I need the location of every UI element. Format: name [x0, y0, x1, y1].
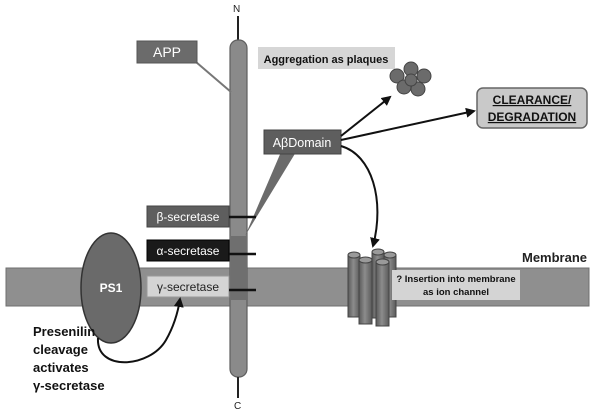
ion-channel: [347, 248, 397, 327]
c-terminal-label: C: [234, 401, 241, 412]
insertion-line-1: ? Insertion into membrane: [396, 274, 515, 285]
app-label-box: [136, 40, 198, 64]
clearance-line-1: CLEARANCE/: [493, 93, 572, 107]
insertion-line-2: as ion channel: [423, 287, 489, 298]
ps1-label: PS1: [100, 281, 123, 295]
abeta-segment: [231, 236, 246, 300]
presenilin-line-2: cleavage: [33, 342, 88, 357]
plaque-cluster: [389, 61, 432, 97]
clearance-box: [476, 87, 588, 129]
presenilin-text: Presenilin cleavage activates γ-secretas…: [33, 324, 105, 393]
abeta-label-box: [263, 129, 342, 155]
n-terminal-label: N: [233, 4, 240, 15]
arrow-to-clearance: [340, 107, 476, 141]
presenilin-line-1: Presenilin: [33, 324, 95, 339]
gamma-secretase-box: [146, 275, 230, 298]
presenilin-line-4: γ-secretase: [33, 378, 105, 393]
abeta-label: AβDomain: [273, 136, 332, 150]
arrow-to-aggregation: [340, 95, 392, 137]
app-label: APP: [153, 44, 181, 60]
clearance-line-2: DEGRADATION: [488, 110, 576, 124]
app-pointer: [195, 61, 232, 93]
membrane-label: Membrane: [522, 250, 587, 265]
abeta-wedge: [245, 152, 296, 236]
presenilin-arrow: [96, 297, 184, 364]
presenilin-line-3: activates: [33, 360, 89, 375]
alpha-secretase-label: α-secretase: [157, 244, 220, 258]
insertion-box: [392, 270, 520, 300]
beta-secretase-label: β-secretase: [157, 210, 220, 224]
arrow-to-channel: [340, 145, 380, 248]
ps1-ellipse: [80, 232, 142, 344]
app-stem: [229, 39, 248, 378]
gamma-secretase-label: γ-secretase: [157, 280, 219, 294]
aggregation-label: Aggregation as plaques: [264, 54, 389, 66]
alpha-secretase-box: [146, 239, 230, 262]
aggregation-box: [258, 47, 395, 69]
